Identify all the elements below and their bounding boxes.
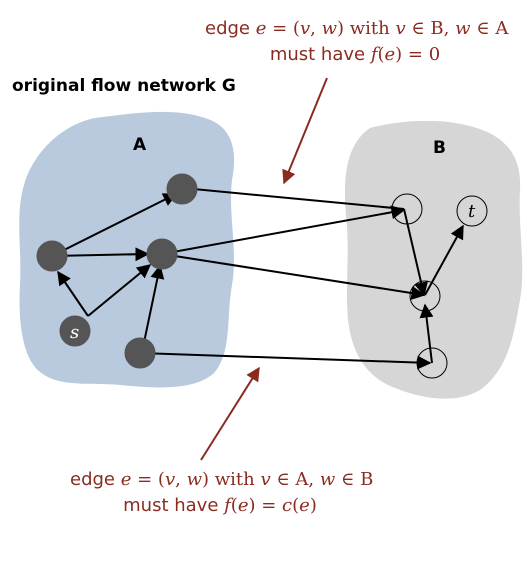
region-a-label: A: [133, 135, 147, 155]
node-b3: [409, 280, 441, 312]
edge-a4-to-a3: [141, 264, 165, 353]
edge-a1-to-a3: [51, 247, 150, 262]
edge-b4-to-b3: [419, 303, 434, 364]
edge-b3-to-t: [424, 224, 464, 296]
node-b1: [391, 193, 423, 225]
edge-a4-to-b4: [139, 352, 432, 370]
top-annotation-line2: must have f(e) = 0: [269, 44, 441, 65]
region-b: [344, 120, 523, 399]
node-a2: [166, 173, 198, 205]
edge-a3-to-b3: [161, 253, 426, 300]
top-annotation-arrow: [282, 77, 328, 185]
edge-b1-to-a2: [181, 182, 405, 210]
region-b-label: B: [433, 138, 446, 158]
edge-a1-to-a2: [51, 193, 178, 257]
node-s: [59, 315, 91, 347]
bottom-annotation: edge e = (v, w) with v ∈ A, w ∈ B must h…: [70, 467, 374, 519]
diagram-title: original flow network G: [12, 76, 236, 96]
node-a4: [124, 337, 156, 369]
bottom-annotation-line1: edge e = (v, w) with v ∈ A, w ∈ B: [70, 469, 374, 490]
node-a3: [146, 238, 178, 270]
top-annotation-line1: edge e = (v, w) with v ∈ B, w ∈ A: [205, 18, 509, 39]
bottom-annotation-line2: must have f(e) = c(e): [123, 495, 317, 516]
node-t-label: t: [468, 201, 476, 222]
node-a1: [36, 240, 68, 272]
node-t: [456, 195, 488, 227]
bottom-annotation-arrow: [200, 366, 260, 461]
edge-s-to-a3: [87, 264, 152, 317]
edge-b1-to-b3: [403, 208, 428, 297]
node-s-label: s: [70, 322, 79, 343]
edge-s-to-a1: [57, 270, 89, 317]
node-b4: [416, 347, 448, 379]
edge-a3-to-b1: [161, 205, 406, 255]
top-annotation: edge e = (v, w) with v ∈ B, w ∈ A must h…: [205, 16, 509, 68]
